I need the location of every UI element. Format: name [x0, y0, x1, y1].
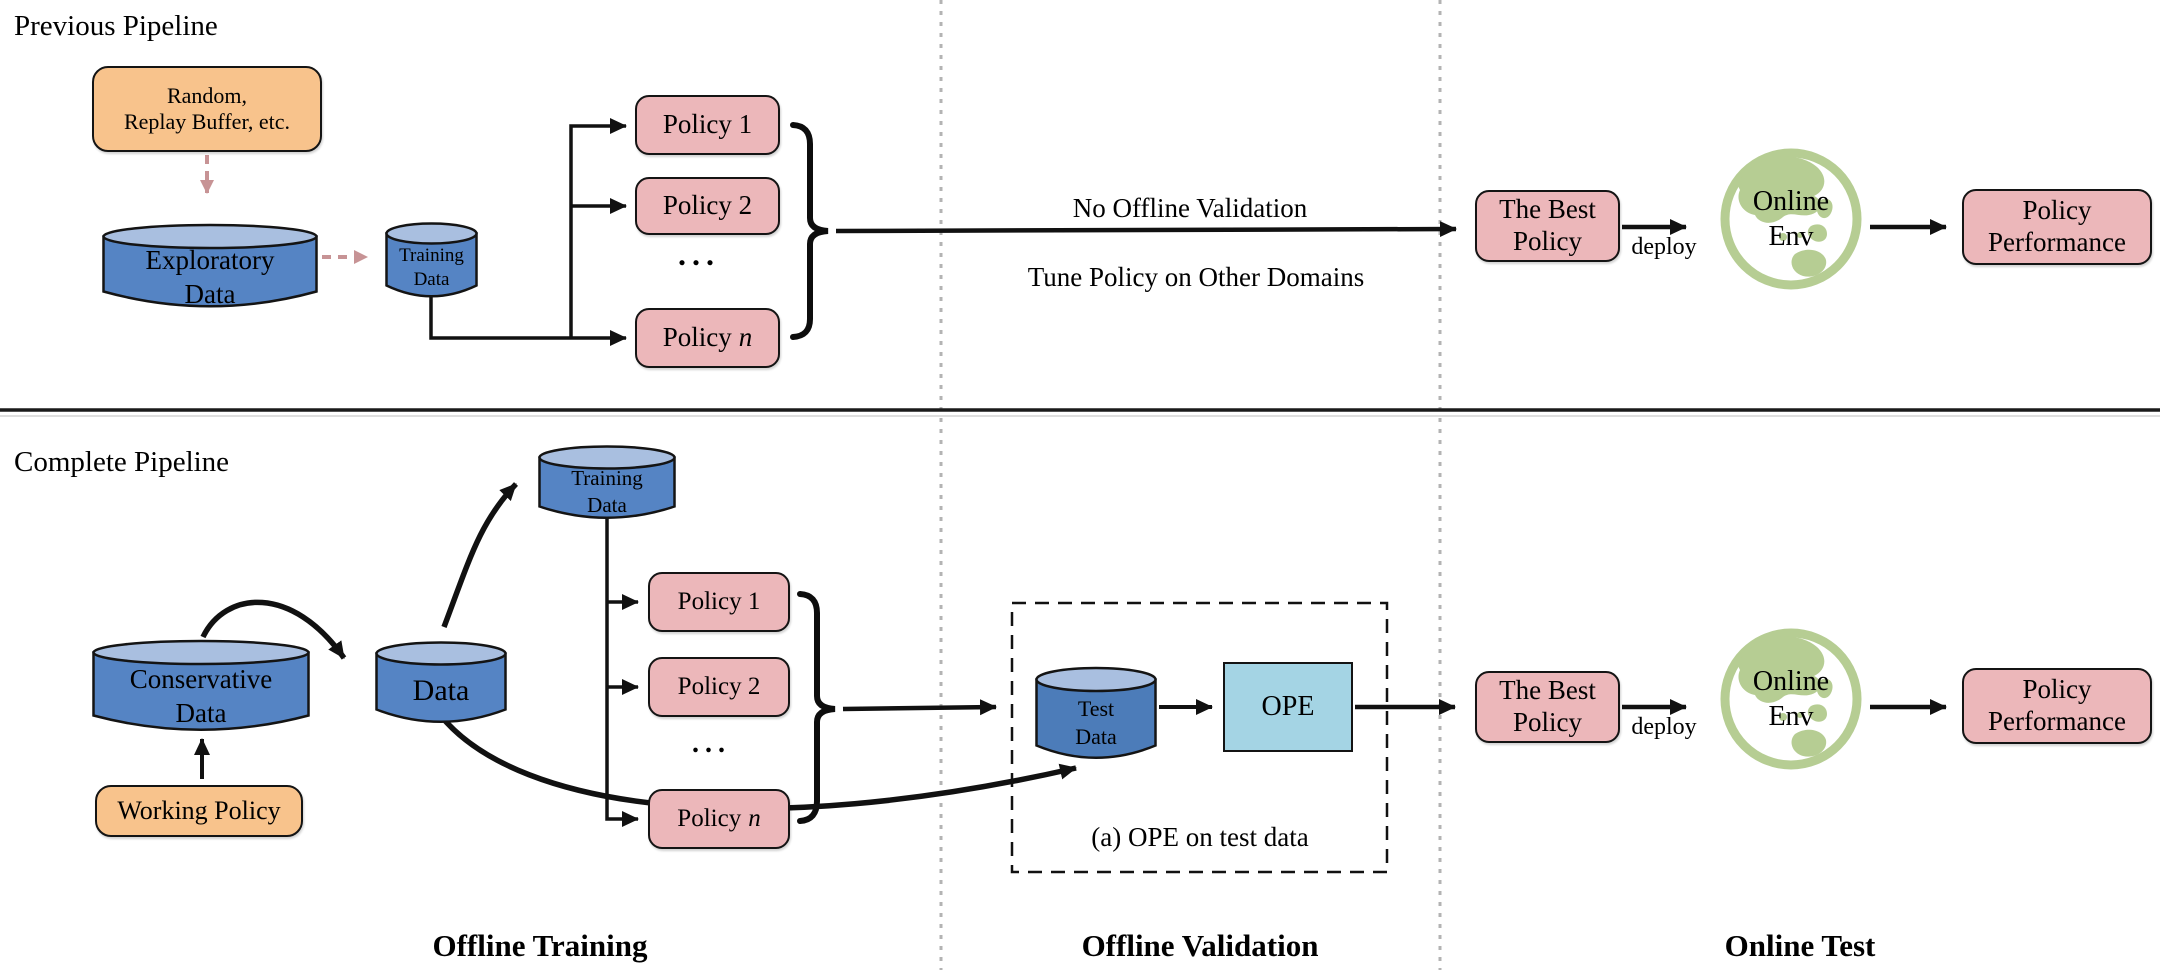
- comp-best-policy-line2: Policy: [1512, 707, 1582, 737]
- prev-training-label: Training Data: [385, 234, 478, 302]
- comp-conservative-line2: Data: [175, 697, 227, 728]
- comp-connector-training-to-policy-n: [605, 518, 639, 827]
- comp-curve-data-to-training: [441, 482, 518, 628]
- comp-conservative-data-cylinder: Conservative Data: [92, 629, 310, 742]
- prev-performance-line2: Performance: [1988, 227, 2126, 257]
- prev-arrow-caption-line1: No Offline Validation: [1072, 193, 1308, 223]
- prev-online-env-label: Online Env: [1715, 141, 1867, 297]
- complete-pipeline-title: Complete Pipeline: [14, 446, 230, 478]
- prev-connector-training-to-policy-n: [429, 297, 627, 346]
- comp-curve-conservative-to-data: [200, 599, 347, 660]
- previous-pipeline-title: Previous Pipeline: [14, 10, 218, 42]
- comp-data-label: Data: [375, 653, 507, 729]
- prev-policy-n-prefix: Policy: [662, 322, 732, 353]
- comp-policy-n-prefix: Policy: [677, 805, 742, 833]
- prev-arrow-policies-to-best: [835, 221, 1457, 238]
- prev-source-line2: Replay Buffer, etc.: [123, 109, 291, 134]
- comp-ope-label: OPE: [1261, 691, 1315, 723]
- comp-best-policy-box: The Best Policy: [1475, 671, 1620, 743]
- comp-env-line1: Online: [1752, 666, 1830, 697]
- ope-dashed-box: [1010, 601, 1389, 874]
- comp-ope-box: OPE: [1223, 662, 1353, 752]
- comp-test-data-line1: Test: [1077, 696, 1115, 721]
- comp-performance-line1: Policy: [2022, 674, 2092, 705]
- comp-policy-ellipsis: ...: [692, 728, 731, 759]
- prev-policy-2-label: Policy 2: [662, 190, 753, 221]
- footer-offline-training: Offline Training: [432, 928, 648, 963]
- comp-working-policy-box: Working Policy: [95, 785, 303, 837]
- comp-conservative-label: Conservative Data: [92, 653, 310, 740]
- prev-training-line1: Training: [399, 245, 464, 267]
- comp-working-policy-label: Working Policy: [117, 795, 281, 825]
- comp-policy-1-box: Policy 1: [648, 572, 790, 632]
- prev-online-env-globe: Online Env: [1715, 141, 1867, 297]
- comp-training-line1: Training: [571, 466, 643, 491]
- comp-online-env-globe: Online Env: [1715, 621, 1867, 777]
- prev-training-line2: Data: [413, 269, 450, 290]
- prev-arrow-caption-line2: Tune Policy on Other Domains: [1027, 262, 1365, 292]
- prev-policy-performance-box: Policy Performance: [1962, 189, 2152, 265]
- comp-data-text: Data: [412, 674, 470, 708]
- comp-ope-caption: (a) OPE on test data: [1091, 822, 1309, 852]
- prev-policy-ellipsis: ...: [678, 236, 720, 272]
- prev-best-policy-line2: Policy: [1512, 226, 1582, 256]
- prev-env-line1: Online: [1752, 186, 1830, 217]
- comp-deploy-label: deploy: [1631, 714, 1697, 740]
- globe-icon: [1720, 628, 1862, 770]
- comp-online-env-label: Online Env: [1715, 621, 1867, 777]
- comp-policy-n-var: n: [748, 805, 761, 833]
- prev-source-box: Random, Replay Buffer, etc.: [92, 66, 322, 152]
- comp-arrow-policies-to-test: [842, 699, 997, 716]
- comp-conservative-line1: Conservative: [129, 663, 273, 694]
- prev-source-line1: Random,: [166, 83, 248, 109]
- comp-training-label: Training Data: [538, 458, 676, 525]
- comp-best-policy-line1: The Best: [1499, 675, 1596, 706]
- prev-exploratory-line2: Data: [184, 279, 236, 309]
- globe-icon: [1720, 148, 1862, 290]
- prev-exploratory-label: Exploratory Data: [102, 238, 318, 318]
- comp-policy-2-box: Policy 2: [648, 657, 790, 717]
- comp-test-data-label: Test Data: [1035, 680, 1157, 765]
- comp-test-data-line2: Data: [1075, 723, 1117, 749]
- comp-test-data-cylinder: Test Data: [1035, 656, 1157, 771]
- comp-performance-line2: Performance: [1988, 706, 2126, 736]
- prev-exploratory-data-cylinder: Exploratory Data: [102, 212, 318, 318]
- footer-online-test: Online Test: [1724, 928, 1876, 963]
- prev-deploy-label: deploy: [1631, 234, 1697, 260]
- prev-brace: [790, 122, 829, 340]
- prev-policy-n-var: n: [738, 322, 753, 353]
- comp-data-cylinder: Data: [375, 631, 507, 733]
- prev-best-policy-box: The Best Policy: [1475, 190, 1620, 262]
- comp-policy-performance-box: Policy Performance: [1962, 668, 2152, 744]
- prev-best-policy-line1: The Best: [1499, 194, 1596, 225]
- comp-policy-1-label: Policy 1: [677, 588, 761, 616]
- comp-training-data-cylinder: Training Data: [538, 434, 676, 529]
- footer-offline-validation: Offline Validation: [1081, 928, 1319, 963]
- comp-training-line2: Data: [587, 492, 627, 517]
- prev-policy-2-box: Policy 2: [635, 177, 780, 235]
- prev-env-line2: Env: [1768, 221, 1814, 252]
- prev-exploratory-line1: Exploratory: [145, 245, 275, 276]
- prev-training-data-cylinder: Training Data: [385, 212, 478, 308]
- prev-performance-line1: Policy: [2022, 195, 2092, 226]
- comp-policy-2-label: Policy 2: [677, 673, 761, 701]
- prev-connector-branch-to-policy-1: [569, 118, 627, 338]
- prev-policy-1-label: Policy 1: [662, 109, 753, 140]
- comp-env-line2: Env: [1768, 701, 1814, 732]
- comp-brace: [797, 591, 836, 824]
- prev-policy-1-box: Policy 1: [635, 95, 780, 155]
